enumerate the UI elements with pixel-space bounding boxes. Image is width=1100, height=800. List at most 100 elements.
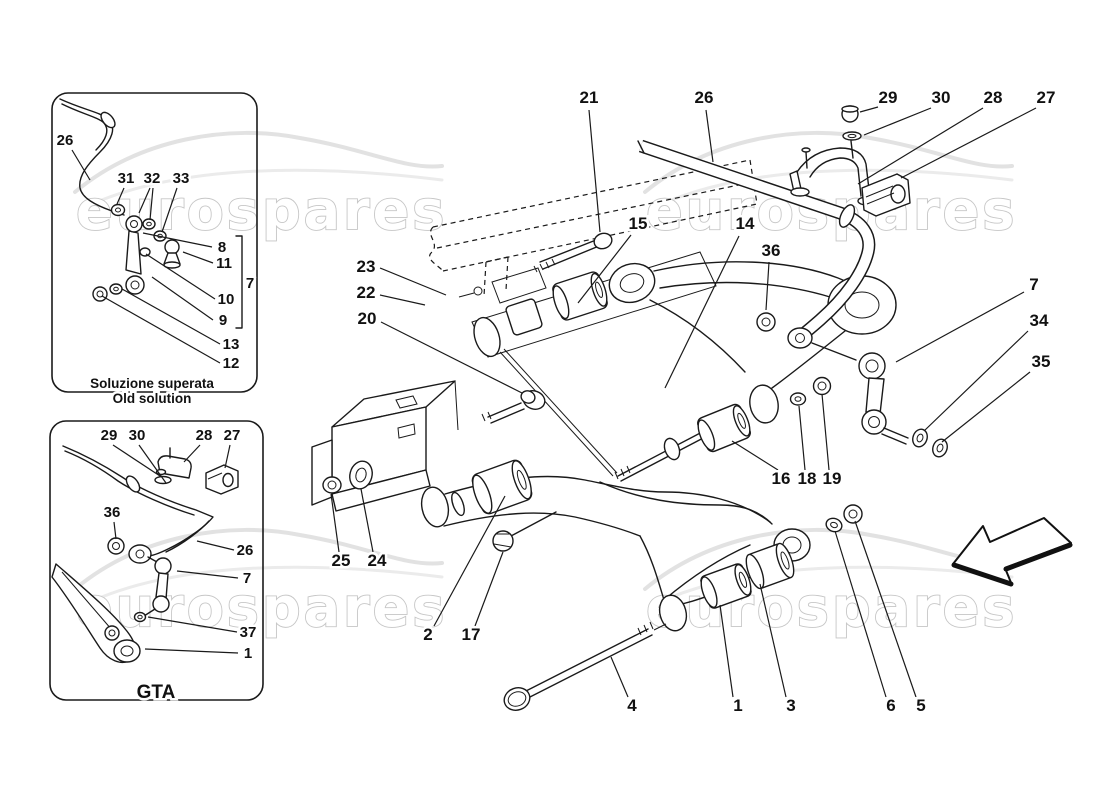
old-solution-inset-label-8: 8 [218, 239, 226, 256]
gta-inset-label-gta: GTA [137, 682, 176, 703]
main-label-7: 7 [1029, 275, 1038, 294]
old-solution-inset-leader-26 [71, 149, 91, 181]
old-solution-inset-label-31: 31 [118, 170, 135, 187]
old-solution-inset-leader-8 [142, 232, 213, 248]
main-leader-17 [474, 551, 504, 627]
main-label-3: 3 [786, 696, 795, 715]
old-solution-inset-label-11: 11 [216, 255, 232, 272]
main-leader-3 [759, 583, 787, 698]
gta-inset-leader-37 [147, 616, 238, 633]
gta-inset-label-27: 27 [224, 427, 241, 444]
main-label-36: 36 [762, 241, 781, 260]
main-leader-35 [941, 371, 1031, 443]
old-solution-inset-leader-33 [161, 187, 178, 233]
gta-inset-label-29: 29 [101, 427, 118, 444]
gta-inset-leader-28 [183, 444, 201, 463]
main-label-26: 26 [695, 88, 714, 107]
direction-arrow-left-icon [951, 517, 1073, 587]
gta-inset-label-26: 26 [237, 542, 254, 559]
main-label-35: 35 [1032, 352, 1051, 371]
main-label-23: 23 [357, 257, 376, 276]
main-leader-21 [588, 109, 601, 233]
main-label-6: 6 [886, 696, 895, 715]
main-label-30: 30 [932, 88, 951, 107]
main-leader-7 [895, 291, 1025, 363]
gta-inset-label-28: 28 [196, 427, 213, 444]
main-label-27: 27 [1037, 88, 1056, 107]
main-label-34: 34 [1030, 311, 1049, 330]
main-label-14: 14 [736, 214, 755, 233]
main-leader-18 [798, 405, 806, 471]
main-leader-29 [859, 106, 879, 113]
watermark-text-3: eurospares [76, 576, 447, 639]
main-label-22: 22 [357, 283, 376, 302]
main-leader-1 [719, 604, 734, 698]
old-solution-inset-leader-31 [116, 187, 125, 205]
main-label-29: 29 [879, 88, 898, 107]
old-solution-inset-leader-11 [182, 251, 214, 264]
main-label-2: 2 [423, 625, 432, 644]
old-solution-inset-frame [51, 92, 258, 393]
main-label-16: 16 [772, 469, 791, 488]
main-label-4: 4 [627, 696, 637, 715]
old-solution-inset-label-33: 33 [173, 170, 190, 187]
main-label-21: 21 [580, 88, 599, 107]
old-solution-inset-leader-13 [121, 288, 221, 345]
gta-inset-label-37: 37 [240, 624, 257, 641]
gta-inset-leader-26 [196, 540, 235, 551]
main-art [311, 105, 948, 711]
main-leader-6 [834, 530, 887, 698]
old-solution-inset-label-soluzione-superata: Soluzione superata [90, 376, 214, 391]
main-label-17: 17 [462, 625, 481, 644]
main-label-5: 5 [916, 696, 925, 715]
main-label-24: 24 [368, 551, 387, 570]
main-label-28: 28 [984, 88, 1003, 107]
main-leader-14 [664, 235, 740, 389]
main-leader-34 [923, 330, 1029, 432]
gta-inset-frame [49, 420, 264, 701]
main-leader-5 [854, 520, 917, 698]
main-leader-23 [379, 267, 447, 296]
gta-inset-leader-36 [113, 521, 117, 540]
gta-inset-label-36: 36 [104, 504, 121, 521]
inset-boxes [49, 92, 264, 701]
main-leader-30 [863, 107, 932, 136]
gta-inset-label-7: 7 [243, 570, 251, 587]
main-leader-25 [330, 493, 340, 553]
gta-inset-leader-30 [138, 444, 167, 484]
old-solution-inset-leader2-32 [149, 187, 154, 221]
old-solution-inset-leader-12 [101, 295, 221, 364]
main-leader-26 [705, 109, 714, 163]
main-leader-20 [380, 321, 523, 394]
main-label-1: 1 [733, 696, 742, 715]
old-solution-inset-label-old-solution: Old solution [113, 391, 192, 406]
main-leader-28 [857, 107, 984, 185]
main-leader-19 [821, 393, 830, 471]
watermark-text-1: eurospares [76, 179, 447, 242]
old-solution-inset-leader-10 [145, 253, 216, 300]
old-solution-inset-label-10: 10 [218, 291, 235, 308]
main-leader-16 [731, 440, 779, 471]
main-leader-24 [360, 488, 374, 553]
main-label-19: 19 [823, 469, 842, 488]
main-leader-22 [379, 294, 426, 306]
main-leader-15 [577, 234, 632, 304]
main-leader-36 [765, 261, 770, 311]
old-solution-inset-label-32: 32 [144, 170, 161, 187]
gta-inset-leader-27 [224, 444, 231, 469]
main-leader-2 [433, 495, 506, 627]
gta-inset-label-1: 1 [244, 645, 252, 662]
old-solution-inset-leader-32 [138, 187, 151, 214]
main-leader-4 [610, 656, 629, 698]
old-solution-inset-label-7: 7 [246, 275, 254, 292]
old-solution-inset-label-12: 12 [223, 355, 240, 372]
main-label-20: 20 [358, 309, 377, 328]
old-solution-inset-leader-9 [151, 276, 214, 321]
main-label-25: 25 [332, 551, 351, 570]
old-solution-inset-label-26: 26 [57, 132, 74, 149]
gta-art [51, 445, 239, 664]
gta-inset-leader-7 [176, 570, 239, 579]
